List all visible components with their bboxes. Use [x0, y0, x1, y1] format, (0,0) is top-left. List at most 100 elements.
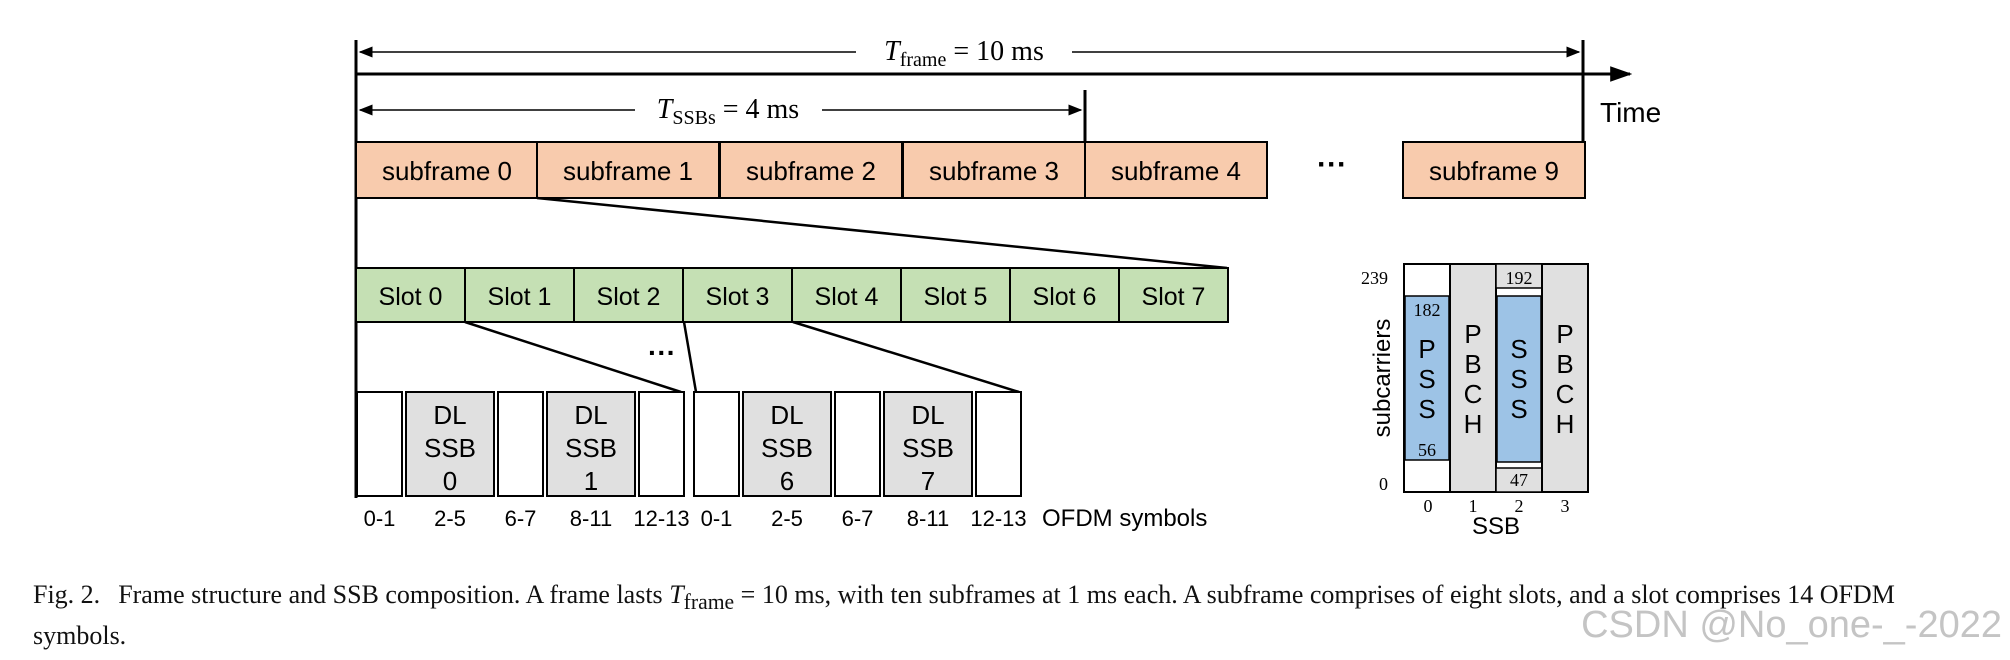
- subframe-row: subframe 0 subframe 1 subframe 2 subframe 3…: [355, 141, 1586, 199]
- slot-row: Slot 0 Slot 1 Slot 2 Slot 3 Slot 4 Slot 5 Slot…: [355, 267, 1229, 323]
- ssb-label-line: 7: [921, 466, 935, 496]
- ssb-label-line: DL: [911, 400, 944, 430]
- subcarrier-lower-index: 56: [1418, 440, 1436, 460]
- empty-symbol-group: [834, 391, 881, 497]
- subframe-label: subframe 3: [929, 156, 1059, 186]
- slot-4: Slot 4: [791, 267, 902, 323]
- caption-text-2: = 10 ms, with ten subframes at 1 ms each…: [33, 580, 1895, 651]
- symbol-range-label: 6-7: [505, 506, 537, 531]
- subframe-box: [355, 141, 539, 199]
- subcarrier-tick: 239: [1361, 268, 1388, 288]
- slot-label: Slot 0: [379, 283, 443, 311]
- slot-3: Slot 3: [682, 267, 793, 323]
- ssb-label-line: 0: [443, 466, 457, 496]
- slot-box: [355, 267, 466, 323]
- ssb-column-box: [1449, 263, 1497, 493]
- slot-box: [464, 267, 575, 323]
- subframe-2: subframe 2: [719, 141, 903, 199]
- frame-duration-label: Tframe = 10 ms: [884, 36, 1044, 71]
- zoom-line-subframe: [536, 196, 1228, 270]
- slot-label: Slot 6: [1033, 283, 1097, 311]
- zoom-line-slot3-left: [682, 321, 698, 393]
- subcarriers-axis-label: subcarriers: [1369, 319, 1396, 438]
- subframe-3: subframe 3: [902, 141, 1086, 199]
- subframe-label: subframe 1: [563, 156, 693, 186]
- slot-7: Slot 7: [1118, 267, 1229, 323]
- ssb-label-line: SSB: [761, 433, 813, 463]
- subcarrier-upper-index: 192: [1506, 268, 1533, 288]
- slot-label: Slot 7: [1142, 283, 1206, 311]
- ofdm-symbols-label: OFDM symbols: [1042, 505, 1207, 532]
- slot-label: Slot 1: [488, 283, 552, 311]
- ssbs-duration-label: TSSBs = 4 ms: [657, 94, 799, 129]
- symbol-box: [638, 391, 685, 497]
- symbol-range-label: 0-1: [701, 506, 733, 531]
- symbol-range-label: 12-13: [970, 506, 1026, 531]
- slot-2: Slot 2: [573, 267, 684, 323]
- empty-symbol-group: [693, 391, 740, 497]
- slot-box: [900, 267, 1011, 323]
- slot-box: [573, 267, 684, 323]
- subframe-box: [1084, 141, 1268, 199]
- ssb-label-line: SSB: [424, 433, 476, 463]
- slot-0: Slot 0: [355, 267, 466, 323]
- subcarrier-upper-index: 182: [1414, 300, 1441, 320]
- subframe-label: subframe 0: [382, 156, 512, 186]
- ssb-label-line: 1: [584, 466, 598, 496]
- slot-5: Slot 5: [900, 267, 1011, 323]
- subframe-1: subframe 1: [536, 141, 720, 199]
- slot-label: Slot 5: [924, 283, 988, 311]
- empty-symbol-group: [638, 391, 685, 497]
- empty-symbol-group: [497, 391, 544, 497]
- symbol-range-label: 0-1: [364, 506, 396, 531]
- sss-top-band: [1495, 263, 1543, 289]
- symbol-range-label: 8-11: [570, 506, 612, 531]
- symbol-box: [497, 391, 544, 497]
- slot-box: [1009, 267, 1120, 323]
- slot-6: Slot 6: [1009, 267, 1120, 323]
- slot-box: [1118, 267, 1229, 323]
- ssb-tick: 1: [1469, 496, 1478, 516]
- subframe-box: [1402, 141, 1586, 199]
- subframe-label: subframe 2: [746, 156, 876, 186]
- symbol-box: [834, 391, 881, 497]
- ssb-tick: 3: [1561, 496, 1570, 516]
- symbol-range-label: 6-7: [842, 506, 874, 531]
- symbol-box: [693, 391, 740, 497]
- slot-label: Slot 3: [706, 283, 770, 311]
- ssb-tick: 0: [1424, 496, 1433, 516]
- subcarrier-tick: 0: [1379, 474, 1388, 494]
- subframe-5: subframe 9: [1402, 141, 1586, 199]
- symbol-range-label: 12-13: [633, 506, 689, 531]
- subframe-label: subframe 9: [1429, 156, 1559, 186]
- slot-1: Slot 1: [464, 267, 575, 323]
- symbol-box: [975, 391, 1022, 497]
- ssb-tick: 2: [1515, 496, 1524, 516]
- ssb-label-line: DL: [574, 400, 607, 430]
- watermark: CSDN @No_one-_-2022: [1581, 604, 2002, 646]
- symbol-range-label: 2-5: [434, 506, 466, 531]
- ssb-label-line: 6: [780, 466, 794, 496]
- symbol-box: [883, 391, 973, 497]
- subframe-box: [536, 141, 720, 199]
- subframe-4: subframe 4: [1084, 141, 1268, 199]
- time-axis-label: Time: [1600, 97, 1661, 128]
- empty-symbol-group: [975, 391, 1022, 497]
- symbol-box: [405, 391, 495, 497]
- slot-box: [791, 267, 902, 323]
- symbol-box: [546, 391, 636, 497]
